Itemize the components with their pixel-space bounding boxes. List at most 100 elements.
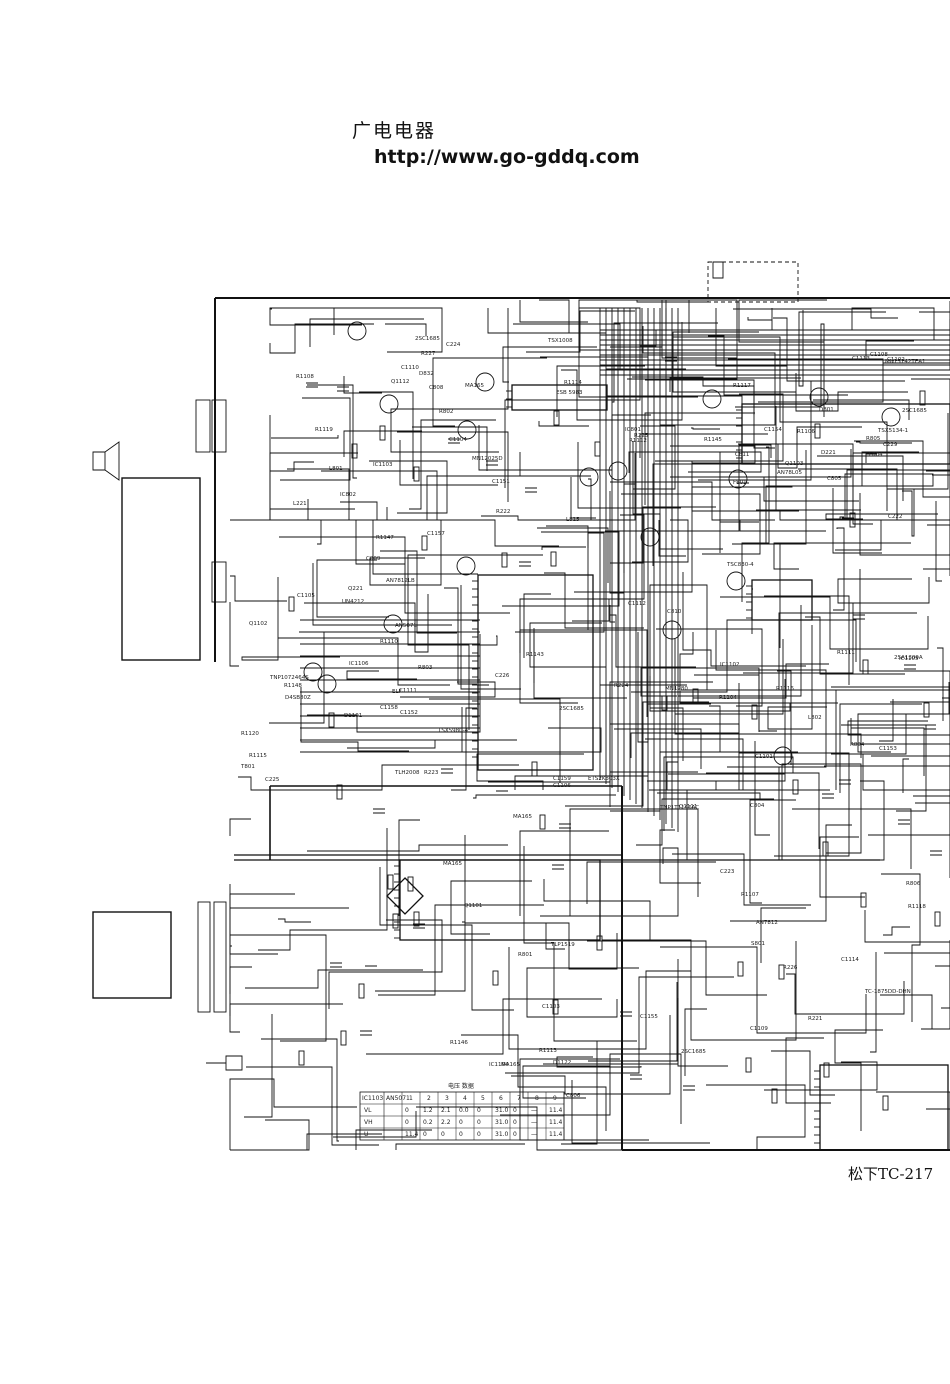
table-pin-header: 3 [445,1095,449,1102]
voltage-table-title: 电压 数据 [448,1082,474,1090]
wire [359,391,414,479]
wire [529,622,606,668]
capacitor-icon [620,1011,632,1017]
wire [795,373,908,412]
wire [280,397,351,481]
wire [738,683,850,857]
wire [881,873,921,1022]
component-label: R1145 [704,437,722,443]
wire [578,299,713,398]
component-label: C806 [566,1093,581,1099]
wire [380,550,457,634]
component-symbols [92,261,950,1151]
ic-chip-icon [477,574,594,771]
wire [672,853,811,906]
resistor-icon [392,913,399,929]
transistor-icon [728,469,748,489]
wire [884,952,950,983]
power-switch-module-icon [92,911,172,999]
wire [660,946,867,1034]
wire [720,596,929,650]
wire [741,542,769,602]
wire [941,940,950,1009]
table-cell: 0 [477,1131,481,1138]
wire [270,468,350,521]
component-label: R1143 [526,652,544,658]
component-label: R1112 [629,438,647,444]
component-label: C226 [495,673,510,679]
component-label: L802 [808,715,822,721]
component-label: C1113 [852,356,870,362]
wire [649,676,791,712]
resistor-icon [288,596,295,612]
table-cell: 0 [459,1131,463,1138]
wire [693,663,829,699]
wire [865,453,877,463]
wire [307,634,481,733]
resistor-icon [822,841,829,857]
wire [577,442,681,509]
resistor-icon [492,970,499,986]
wire [556,1056,642,1068]
wire [505,976,734,1074]
wire [677,959,728,1067]
component-label: C1108 [870,352,888,358]
component-label: TSX5980-4 [437,728,469,734]
resistor-icon [594,441,601,457]
wire [229,966,252,1033]
wire [586,861,716,904]
wire [902,758,909,793]
wire [639,433,768,458]
wire [754,741,770,836]
component-label: R1120 [241,731,259,737]
component-label: C1152 [400,710,418,716]
diagram-caption: 松下TC-217 [848,1165,934,1183]
wire [857,682,950,753]
wire [444,587,477,685]
wire [628,451,762,473]
component-label: L815 [566,517,580,523]
component-label: 2SC1685 [902,408,927,414]
resistor-icon [934,911,941,927]
wire [663,756,794,831]
wire [678,605,802,697]
table-row-name: VH [364,1119,373,1126]
component-label: ESB 5983 [556,390,583,396]
capacitor-icon [683,1085,695,1091]
wire [813,399,910,420]
resistor-icon [692,688,699,704]
wire [868,790,950,836]
wire [715,308,787,367]
wire [919,301,950,370]
wire [278,918,311,923]
component-label: C810 [667,609,682,615]
wire [834,1029,883,1131]
component-label: R221 [808,1016,822,1022]
wire [333,307,443,353]
component-label: Q1112 [391,379,409,385]
wire [487,308,606,334]
wire [706,1084,806,1150]
site-name: 广电电器 [352,120,437,142]
wire [771,1050,835,1096]
wire [819,836,865,898]
resistor-icon [298,1050,305,1066]
table-pin-header: 8 [535,1095,539,1102]
wire [481,453,636,521]
site-url-link[interactable]: http://www.go-gddq.com [374,146,640,168]
wire [675,639,784,715]
component-label: MA165 [443,861,463,867]
capacitor-icon [306,382,318,388]
wire [610,614,696,668]
component-label: C1112 [628,601,646,607]
table-cell: 11.4 [549,1131,563,1138]
wire [778,767,885,861]
transistor-icon [379,394,399,414]
wire [409,419,496,510]
component-label: C804 [750,803,765,809]
component-label: R226 [783,965,798,971]
wire [578,307,638,351]
table-cell: 0 [459,1119,463,1126]
wire [230,575,287,602]
resistor-icon [923,702,930,718]
